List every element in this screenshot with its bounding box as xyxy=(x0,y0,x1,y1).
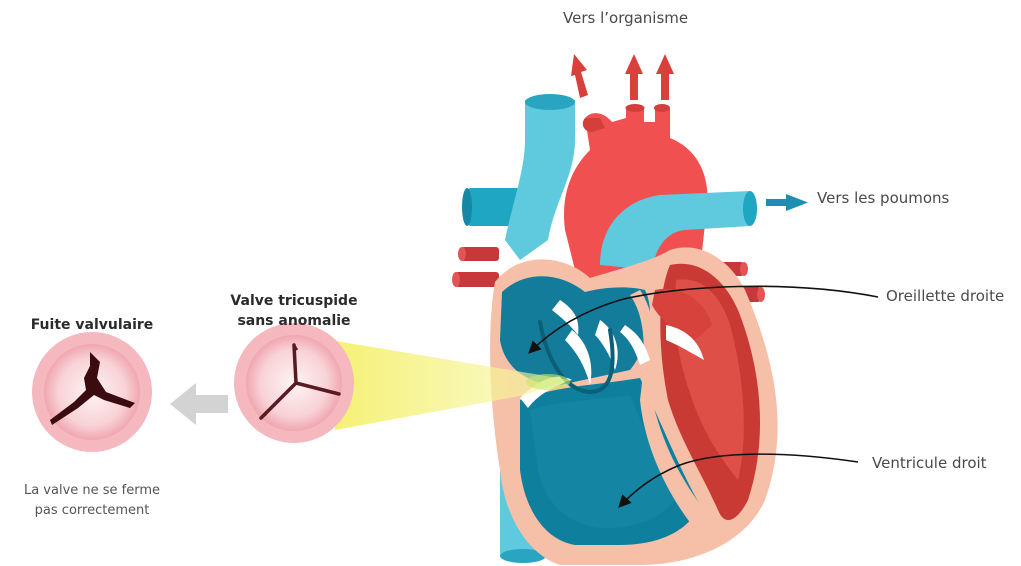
normal-valve xyxy=(234,323,354,443)
label-right-atrium: Oreillette droite xyxy=(886,287,1004,305)
right-arrow-icon xyxy=(766,194,808,211)
label-normal-valve: Valve tricuspide sans anomalie xyxy=(224,291,364,331)
label-leak-note: La valve ne se ferme pas correctement xyxy=(2,481,182,521)
label-leak-note-line2: pas correctement xyxy=(2,501,182,521)
arrows-to-body xyxy=(571,54,674,100)
up-arrow-icon xyxy=(656,54,674,100)
label-leak-note-line1: La valve ne se ferme xyxy=(2,481,182,501)
label-normal-valve-line1: Valve tricuspide xyxy=(224,291,364,311)
label-to-lungs: Vers les poumons xyxy=(817,189,949,207)
pulmonary-veins-left xyxy=(452,247,499,287)
label-right-ventricle: Ventricule droit xyxy=(872,454,987,472)
label-leak-title: Fuite valvulaire xyxy=(22,315,162,335)
left-arrow-icon xyxy=(170,383,228,425)
up-arrow-icon xyxy=(625,54,643,100)
leaking-valve xyxy=(32,332,152,452)
label-normal-valve-line2: sans anomalie xyxy=(224,311,364,331)
label-to-body: Vers l’organisme xyxy=(563,9,688,27)
up-arrow-icon xyxy=(571,54,588,98)
